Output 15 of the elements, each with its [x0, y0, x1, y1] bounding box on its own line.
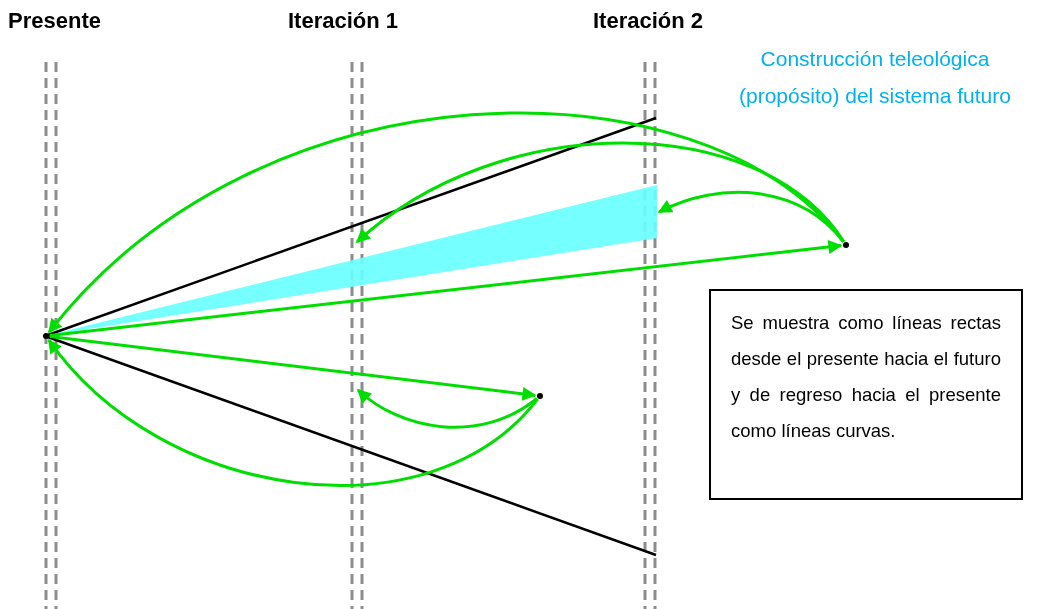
vertex-point — [43, 333, 49, 339]
note-box — [709, 289, 1023, 500]
annotation-text: Construcción teleológica (propósito) del sistema futuro — [738, 46, 1012, 109]
vertex-point — [537, 393, 543, 399]
arrow — [657, 190, 845, 243]
vertex-point — [843, 242, 849, 248]
arrow — [49, 335, 537, 401]
column-heading: Presente — [8, 8, 101, 34]
column-heading: Iteración 2 — [593, 8, 704, 34]
note-text: Se muestra como líneas rectas desde el presente hacia el futuro y de regreso hacia el presente como líneas curvas. — [731, 311, 1001, 443]
arrow — [356, 388, 538, 429]
arrow — [47, 339, 539, 487]
arrow — [49, 240, 843, 338]
arrow — [355, 141, 845, 244]
column-heading: Iteración 1 — [288, 8, 399, 34]
